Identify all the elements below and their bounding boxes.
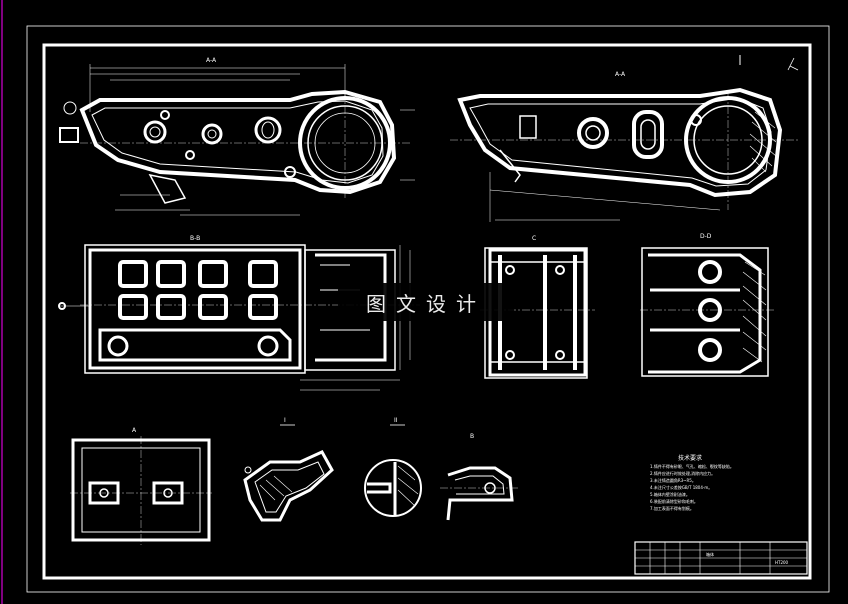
- detail-a-label: A: [132, 427, 137, 434]
- plan-view: [58, 244, 420, 391]
- right-view-label: A-A: [615, 71, 626, 78]
- main-view: [59, 64, 415, 216]
- notes-title: 技术要求: [678, 454, 702, 462]
- section-view-dd: [640, 247, 775, 377]
- detail-view-i: [243, 424, 334, 522]
- section-view-right: [450, 55, 800, 222]
- main-view-label: A-A: [206, 57, 217, 64]
- watermark-banner: 图文设计: [338, 283, 514, 321]
- detail-i-label: I: [284, 417, 286, 424]
- title-block-number: HT200: [775, 560, 789, 565]
- section-view-label: D-D: [700, 233, 712, 240]
- note-line: 6.装配前清除型砂和毛刺。: [650, 498, 698, 504]
- detail-view-a: [70, 436, 212, 545]
- detail-b-label: B: [470, 433, 474, 440]
- title-block: [634, 541, 808, 575]
- note-line: 2.铸件应进行时效处理,消除内应力。: [650, 470, 715, 476]
- technical-notes: 1.铸件不得有砂眼、气孔、缩松、裂纹等缺陷。 2.铸件应进行时效处理,消除内应力…: [650, 463, 734, 511]
- note-line: 4.未注尺寸公差按GB/T 1804-m。: [650, 484, 712, 490]
- plan-view-label: B-B: [190, 235, 200, 242]
- outer-frame: [26, 25, 830, 593]
- note-line: 3.未注铸造圆角R3~R5。: [650, 477, 696, 483]
- title-block-name: 箱体: [706, 551, 714, 557]
- detail-view-b: [440, 466, 518, 521]
- detail-ii-label: II: [394, 417, 398, 424]
- note-line: 5.箱体内壁涂耐油漆。: [650, 491, 690, 497]
- side-view-label: C: [532, 235, 536, 242]
- detail-view-ii: [364, 424, 422, 517]
- note-line: 7.加工表面不得有划痕。: [650, 505, 694, 511]
- note-line: 1.铸件不得有砂眼、气孔、缩松、裂纹等缺陷。: [650, 463, 734, 469]
- inner-frame: [42, 43, 812, 580]
